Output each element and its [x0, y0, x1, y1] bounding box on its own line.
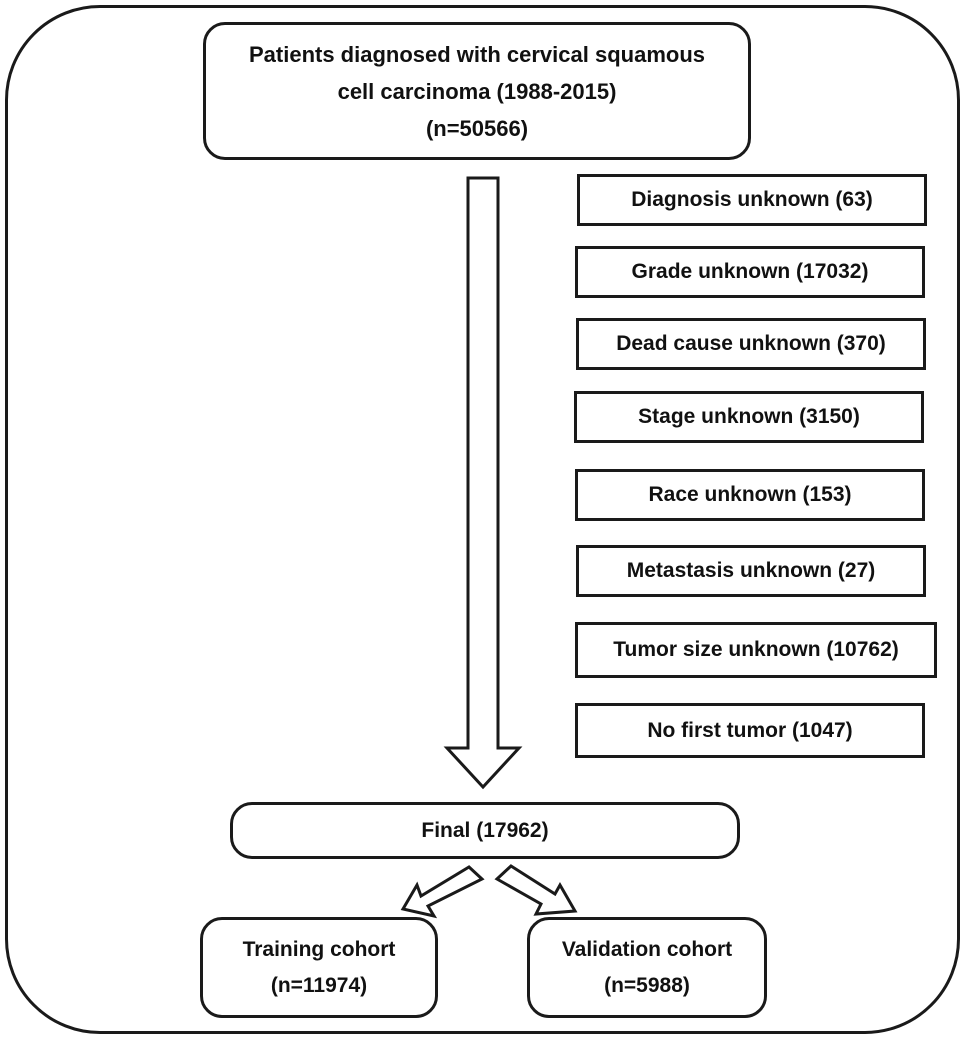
exclusion-box-diagnosis: Diagnosis unknown (63)	[577, 174, 927, 226]
validation-cohort-box: Validation cohort (n=5988)	[527, 917, 767, 1018]
exclusion-box-metastasis: Metastasis unknown (27)	[576, 545, 926, 597]
source-population-box: Patients diagnosed with cervical squamou…	[203, 22, 751, 160]
exclusion-box-race: Race unknown (153)	[575, 469, 925, 521]
final-box: Final (17962)	[230, 802, 740, 859]
training-cohort-box: Training cohort (n=11974)	[200, 917, 438, 1018]
main-down-arrow	[443, 176, 523, 790]
exclusion-box-tumor-size: Tumor size unknown (10762)	[575, 622, 937, 678]
validation-cohort-n: (n=5988)	[604, 973, 690, 997]
source-line-2: cell carcinoma (1988-2015)	[337, 78, 617, 104]
exclusion-box-stage: Stage unknown (3150)	[574, 391, 924, 443]
left-branch-arrow	[400, 865, 485, 919]
source-line-1: Patients diagnosed with cervical squamou…	[248, 41, 706, 67]
validation-cohort-name: Validation cohort	[561, 937, 733, 961]
outer-frame	[5, 5, 960, 1034]
exclusion-box-dead-cause: Dead cause unknown (370)	[576, 318, 926, 370]
training-cohort-name: Training cohort	[242, 937, 396, 961]
source-line-3: (n=50566)	[425, 115, 529, 141]
training-cohort-n: (n=11974)	[270, 973, 368, 997]
exclusion-box-first-tumor: No first tumor (1047)	[575, 703, 925, 758]
exclusion-box-grade: Grade unknown (17032)	[575, 246, 925, 298]
right-branch-arrow	[494, 864, 578, 916]
